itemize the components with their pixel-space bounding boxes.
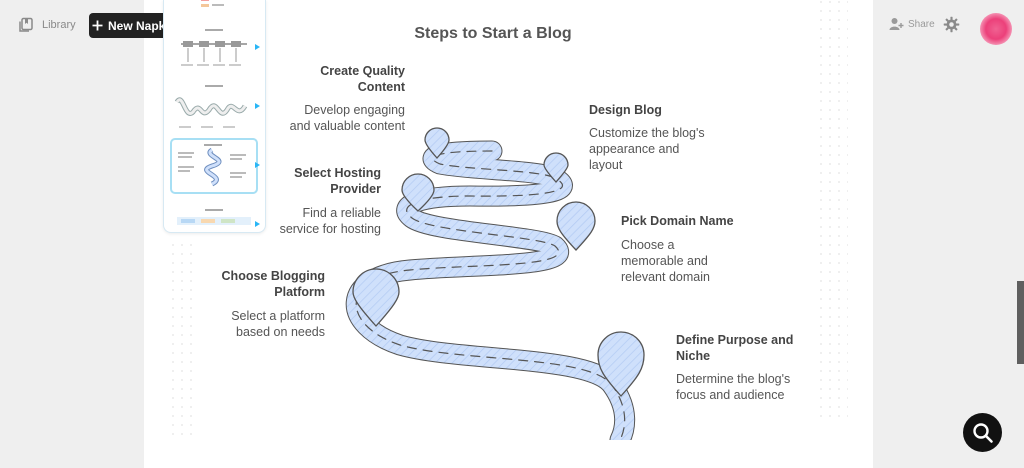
step-1-title: Create Quality Content — [240, 63, 405, 95]
plus-icon — [92, 20, 103, 31]
library-icon — [19, 17, 33, 32]
gear-icon — [943, 16, 960, 33]
step-4-title: Pick Domain Name — [621, 213, 801, 229]
step-2-title-line: Design Blog — [589, 103, 662, 117]
step-3-title-line: Provider — [330, 182, 381, 196]
diagram-title: Steps to Start a Blog — [414, 25, 572, 42]
search-button[interactable] — [963, 413, 1002, 452]
step-5-title-line: Platform — [274, 285, 325, 299]
step-3-title-line: Select Hosting — [294, 166, 381, 180]
step-2-desc-line: layout — [589, 158, 623, 172]
step-2-description: Customize the blog's appearance and layo… — [589, 125, 769, 173]
step-1-title-line: Create Quality — [320, 64, 405, 78]
step-5-desc-line: Select a platform — [231, 309, 325, 323]
library-label: Library — [42, 19, 76, 31]
step-4-desc-line: memorable and — [621, 254, 708, 268]
step-6-title-line: Define Purpose and — [676, 333, 794, 347]
step-3-desc-line: Find a reliable — [302, 206, 381, 220]
thumbnail-arrow — [255, 162, 260, 168]
step-3-desc-line: service for hosting — [279, 222, 381, 236]
add-person-icon — [889, 18, 904, 30]
thumbnail-2[interactable] — [171, 26, 257, 78]
step-5-title: Choose Blogging Platform — [160, 268, 325, 300]
thumbnail-5[interactable] — [171, 198, 257, 250]
thumbnail-1[interactable] — [171, 0, 257, 28]
step-5-description: Select a platform based on needs — [160, 308, 325, 340]
step-6-description: Determine the blog's focus and audience — [676, 371, 856, 403]
step-5-desc-line: based on needs — [236, 325, 325, 339]
thumbnail-arrow — [255, 221, 260, 227]
share-label: Share — [908, 18, 935, 30]
step-1-desc-line: and valuable content — [289, 119, 405, 133]
scrollbar-thumb[interactable] — [1017, 281, 1024, 364]
avatar[interactable] — [980, 13, 1012, 45]
step-4-desc-line: relevant domain — [621, 270, 710, 284]
step-6-desc-line: focus and audience — [676, 388, 785, 402]
thumbnail-3[interactable] — [171, 82, 257, 134]
step-1-desc-line: Develop engaging — [304, 103, 405, 117]
search-icon — [972, 422, 993, 443]
step-2-desc-line: Customize the blog's — [589, 126, 705, 140]
new-napkin-label: New Napkin — [107, 18, 176, 33]
settings-button[interactable] — [943, 16, 960, 38]
road — [345, 140, 636, 451]
step-1-description: Develop engaging and valuable content — [240, 102, 405, 134]
step-2-desc-line: appearance and — [589, 142, 680, 156]
visual-thumbnail-panel — [163, 0, 266, 233]
step-6-title-line: Niche — [676, 349, 711, 363]
thumbnail-arrow — [255, 44, 260, 50]
step-3-description: Find a reliable service for hosting — [216, 205, 381, 237]
step-5-title-line: Choose Blogging — [221, 269, 325, 283]
step-6-title: Define Purpose and Niche — [676, 332, 856, 364]
step-6-desc-line: Determine the blog's — [676, 372, 791, 386]
step-1-title-line: Content — [357, 80, 405, 94]
step-4-title-line: Pick Domain Name — [621, 214, 734, 228]
share-button[interactable]: Share — [889, 17, 935, 31]
step-4-desc-line: Choose a — [621, 238, 675, 252]
thumbnail-arrow — [255, 103, 260, 109]
step-2-title: Design Blog — [589, 102, 769, 118]
step-3-title: Select Hosting Provider — [216, 165, 381, 197]
location-pins — [352, 127, 645, 397]
library-link[interactable]: Library — [18, 12, 76, 38]
step-4-description: Choose a memorable and relevant domain — [621, 237, 801, 285]
